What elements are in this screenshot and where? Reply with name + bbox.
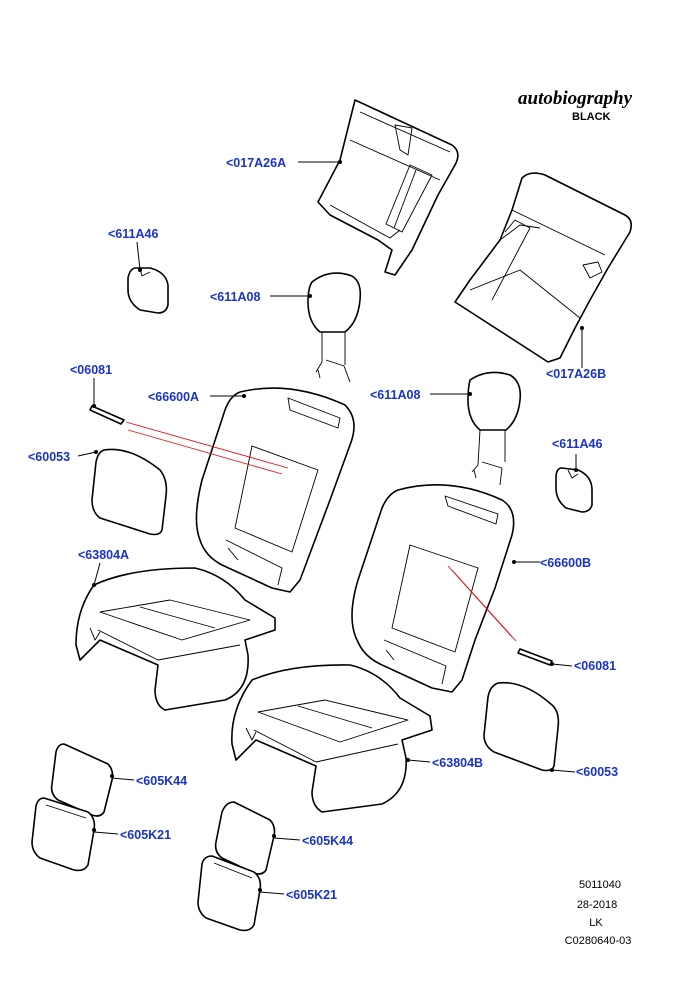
seat-back-frame-a: [317, 99, 459, 276]
label-605k44-right[interactable]: <605K44: [302, 834, 353, 848]
bracket-cover-left: [127, 267, 169, 314]
label-60053-right[interactable]: <60053: [576, 765, 618, 779]
label-017a26b[interactable]: <017A26B: [546, 367, 606, 381]
label-66600b[interactable]: <66600B: [540, 556, 591, 570]
reference-date: 28-2018: [577, 899, 617, 911]
reference-code: LK: [589, 917, 603, 929]
bracket-cover-right: [555, 467, 593, 513]
label-60053-left[interactable]: <60053: [28, 450, 70, 464]
seat-back-frame-b: [454, 172, 632, 363]
label-66600a[interactable]: <66600A: [148, 390, 199, 404]
seat-back-b: [351, 484, 515, 693]
label-611a46-right[interactable]: <611A46: [552, 437, 602, 451]
label-611a46-left[interactable]: <611A46: [108, 227, 158, 241]
label-63804a[interactable]: <63804A: [78, 548, 129, 562]
label-605k44-left[interactable]: <605K44: [136, 774, 187, 788]
seat-cushion-b: [231, 664, 433, 813]
brand-subtitle: BLACK: [572, 111, 611, 123]
label-605k21-left[interactable]: <605K21: [120, 828, 171, 842]
label-06081-left[interactable]: <06081: [70, 363, 112, 377]
headrest-left: [307, 272, 362, 383]
label-611a08-right[interactable]: <611A08: [370, 388, 420, 402]
label-63804b[interactable]: <63804B: [432, 756, 483, 770]
reference-number: 5011040: [579, 879, 621, 891]
seat-cushion-a: [75, 567, 276, 711]
side-panel-left: [91, 448, 168, 536]
leader-lines: [77, 160, 584, 895]
seat-back-a: [195, 387, 355, 593]
headrest-right: [467, 371, 522, 486]
brand-title: autobiography: [518, 88, 633, 109]
label-611a08-left[interactable]: <611A08: [210, 290, 260, 304]
trim-strip-left: [89, 405, 125, 425]
trim-strip-right: [517, 648, 553, 666]
pad-605k21-right: [197, 855, 262, 932]
side-panel-right: [483, 681, 560, 772]
reference-illustration-id: C0280640-03: [565, 935, 632, 947]
label-06081-right[interactable]: <06081: [574, 659, 616, 673]
label-017a26a[interactable]: <017A26A: [226, 156, 286, 170]
label-605k21-right[interactable]: <605K21: [286, 888, 337, 902]
